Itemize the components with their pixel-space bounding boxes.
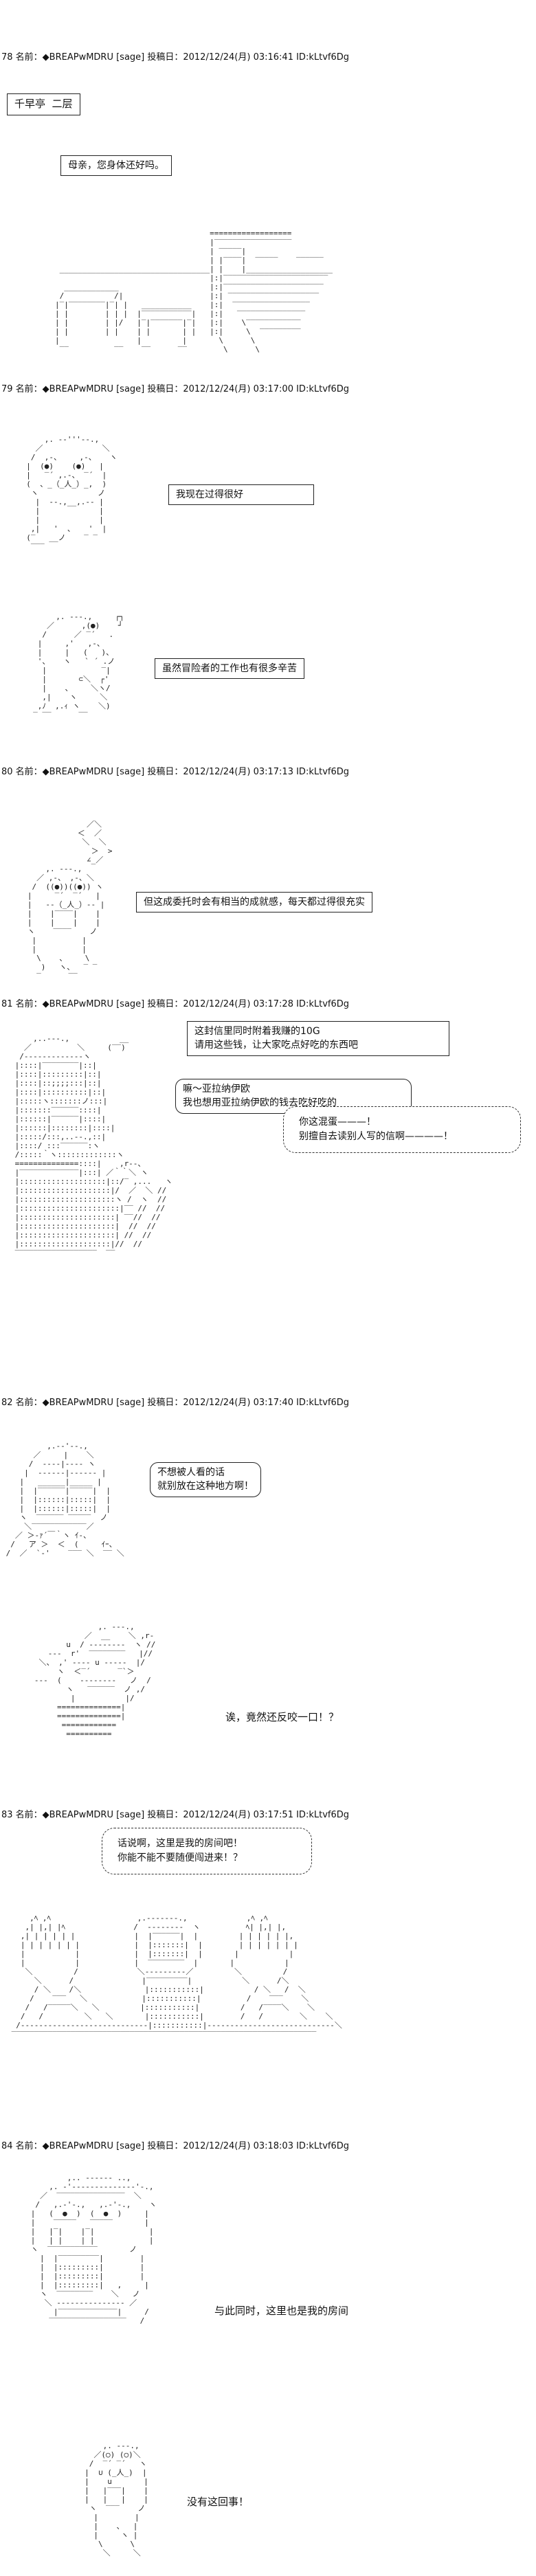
ascii-art-character: ,. -‐-., ┌┐ ／ ,(●) ┘ / ／ ‾´ . | ,' ,-、 |… [33,612,124,719]
location-title-box: 千早亭 二层 [7,93,80,115]
shout-bubble: 话说啊，这里是我的房间吧！ 你能不能不要随便闯进来！？ [102,1828,312,1874]
post-header-80: 80 名前：◆BREAPwMDRU [sage] 投稿日：2012/12/24(… [1,767,349,777]
ascii-art-character: ,.-‐'‐-., ／ | ＼ / ‐‐‐‐|‐‐‐‐ ヽ | ‐‐‐‐‐‐|‐… [5,1442,124,1558]
ascii-art-character: ,. -‐-., ／ __ ＼ ,r‐ u / ‐‐‐‐‐‐‐‐ ヽ // ‐‐… [34,1622,156,1738]
post-header-79: 79 名前：◆BREAPwMDRU [sage] 投稿日：2012/12/24(… [1,384,349,394]
ascii-art-character: ／＼ ＜ ／ ＼ ＼ ＞ > ∠_／ ,. -‐-., ／ ,-、 ,-、＼ /… [27,820,113,981]
exclamation-text: 没有这回事！ [187,2496,249,2508]
speech-box: 但这成委托时会有相当的成就感，每天都过得很充实 [136,892,372,913]
ascii-art-scene: ,..‐‐‐., __ ／ ＼ (‾‾) /‐‐‐‐‐‐‐‐‐‐‐‐‐ヽ |::… [14,1034,173,1257]
post-header-78: 78 名前：◆BREAPwMDRU [sage] 投稿日：2012/12/24(… [1,52,349,63]
ascii-art-character: ,.. ‐‐‐‐‐‐ .., ,. ‐'‐‐‐‐‐‐‐‐‐‐‐‐‐‐'‐., ／… [30,2173,157,2325]
ascii-art-room: ================== |‾‾‾‾‾‾‾‾‾‾‾‾‾‾‾‾‾ | … [55,229,333,354]
post-header-83: 83 名前：◆BREAPwMDRU [sage] 投稿日：2012/12/24(… [1,1810,349,1820]
speech-box: 这封信里同时附着我赚的10G 请用这些钱，让大家吃点好吃的东西吧 [187,1021,449,1056]
post-header-84: 84 名前：◆BREAPwMDRU [sage] 投稿日：2012/12/24(… [1,2141,349,2151]
speech-box: 虽然冒险者的工作也有很多辛苦 [155,658,304,680]
speech-box: 我现在过得很好 [168,484,314,506]
shout-bubble: 你这混蛋———！ 别擅自去读别人写的信啊————！ [283,1106,521,1153]
narration-text: 与此同时，这里也是我的房间 [214,2305,349,2317]
exclamation-text: 诶，竟然还反咬一口！？ [225,1711,339,1723]
speech-bubble: 不想被人看的话 就别放在这种地方啊！ [150,1462,261,1497]
ascii-art-character: ,. -‐'''‐-., ／ ＼ / ,-、 ,-、 ヽ | (●) (●) |… [26,435,118,551]
post-header-81: 81 名前：◆BREAPwMDRU [sage] 投稿日：2012/12/24(… [1,999,349,1009]
post-header-82: 82 名前：◆BREAPwMDRU [sage] 投稿日：2012/12/24(… [1,1398,349,1408]
ascii-art-character: ,. -‐-., ／(○) (○)＼ / ‾´ ‾´ ヽ | ∪ (_人_) |… [85,2441,148,2557]
ascii-art-scene: ,ﾍ ,ﾍ ,.-‐‐‐‐‐-., ,ﾍ ,ﾍ ,| |,| |ﾍ / ‐‐‐‐… [11,1914,342,2039]
speech-box: 母亲，您身体还好吗。 [60,155,172,177]
